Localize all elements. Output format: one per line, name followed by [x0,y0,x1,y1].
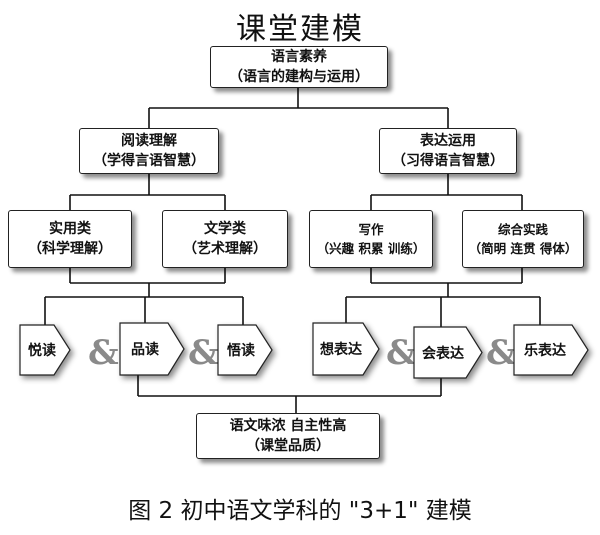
expression-application-box: 表达运用 （习得语言智慧） [379,128,517,174]
writing-line2: （兴趣 积累 训练） [316,241,426,256]
expression-arrow-label: 会表达 [422,345,464,362]
practical-text-line1: 实用类 [49,221,91,237]
expression-application-line2: （习得语言智慧） [392,153,504,169]
root-box-line1: 语言素养 [271,49,327,65]
root-box-language-literacy: 语言素养 （语言的建构与运用） [210,46,388,88]
reading-arrow-label: 品读 [131,342,159,358]
arrow-shape-icon [19,324,71,376]
figure-caption: 图 2 初中语文学科的 "3+1" 建模 [128,498,472,524]
ampersand-4: & [486,333,517,373]
arrow-shape-icon [312,322,380,376]
integrated-practice-line1: 综合实践 [497,222,548,237]
reading-comprehension-line2: （学得言语智慧） [93,153,205,169]
classroom-quality-line2: （课堂品质） [246,438,330,454]
expression-application-line1: 表达运用 [420,133,476,149]
ampersand-3: & [386,333,417,373]
reading-arrow-yuedu: 悦读 [19,324,71,376]
reading-comprehension-line1: 阅读理解 [121,133,177,149]
expression-arrow-label: 乐表达 [524,343,566,359]
reading-comprehension-box: 阅读理解 （学得言语智慧） [79,128,219,174]
root-box-line2: （语言的建构与运用） [229,69,369,85]
diagram-title: 课堂建模 [236,12,364,47]
ampersand-1: & [88,333,119,373]
expression-arrow-hui: 会表达 [413,326,483,379]
classroom-quality-line1: 语文味浓 自主性高 [229,418,347,434]
arrow-shape-icon [119,322,185,376]
expression-arrow-le: 乐表达 [513,324,589,376]
reading-arrow-label: 悟读 [227,343,255,359]
expression-arrow-label: 想表达 [320,342,362,358]
arrow-shape-icon [217,324,273,376]
arrow-shape-icon [413,326,483,379]
writing-line1: 写作 [358,222,384,237]
literary-text-box: 文学类 （艺术理解） [162,210,288,268]
integrated-practice-box: 综合实践 （简明 连贯 得体） [462,210,584,268]
arrow-shape-icon [513,324,589,376]
literary-text-line1: 文学类 [204,221,246,237]
writing-box: 写作 （兴趣 积累 训练） [309,210,433,268]
practical-text-line2: （科学理解） [28,241,112,257]
classroom-quality-box: 语文味浓 自主性高 （课堂品质） [196,413,380,459]
reading-arrow-label: 悦读 [28,343,56,359]
expression-arrow-xiang: 想表达 [312,322,380,376]
integrated-practice-line2: （简明 连贯 得体） [468,241,578,256]
practical-text-box: 实用类 （科学理解） [8,210,132,268]
literary-text-line2: （艺术理解） [183,241,267,257]
ampersand-2: & [188,333,219,373]
reading-arrow-pindu: 品读 [119,322,185,376]
reading-arrow-wudu: 悟读 [217,324,273,376]
